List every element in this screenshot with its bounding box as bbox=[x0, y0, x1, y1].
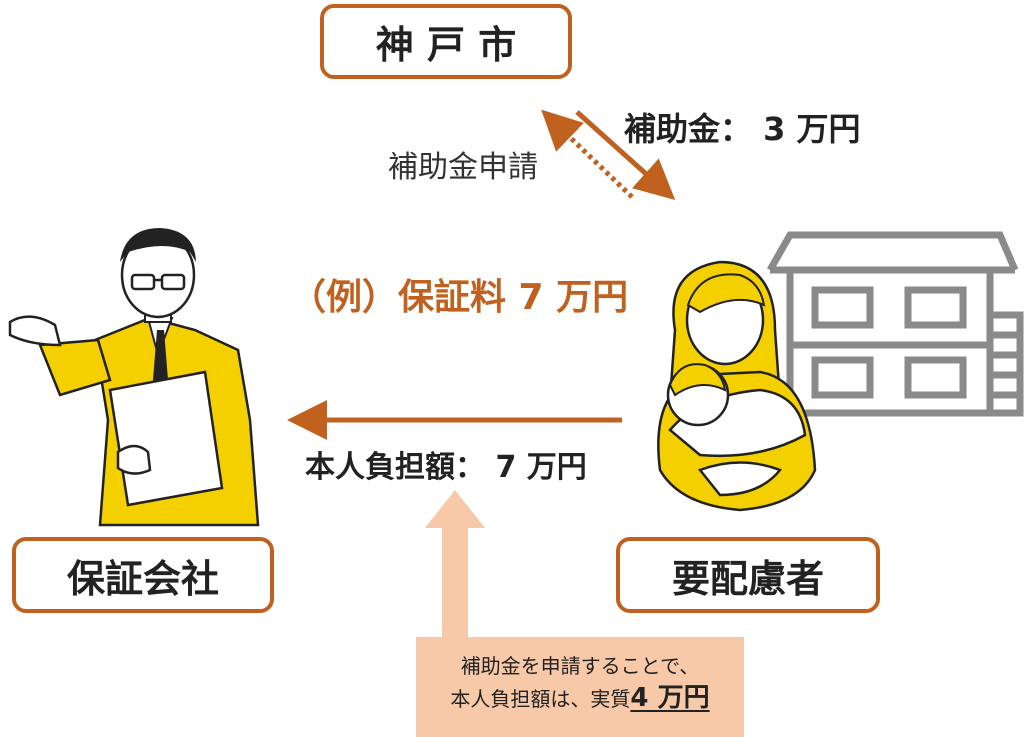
subsidy-application-label: 補助金申請 bbox=[388, 150, 538, 185]
guarantor-figure bbox=[8, 228, 260, 527]
person-label: 要配慮者 bbox=[671, 556, 824, 601]
application-arrow bbox=[541, 109, 634, 199]
up-arrow bbox=[425, 490, 485, 640]
subsidy-amount-label: 補助金： 3 万円 bbox=[624, 110, 861, 148]
apartment-building-icon bbox=[766, 231, 1024, 417]
own-burden-label: 本人負担額： 7 万円 bbox=[305, 450, 587, 485]
person-box: 要配慮者 bbox=[616, 537, 880, 613]
city-label: 神 戸 市 bbox=[375, 23, 517, 67]
subsidy-arrow bbox=[575, 110, 676, 201]
guarantor-label: 保証会社 bbox=[66, 556, 219, 601]
callout-line2-prefix: 本人負担額は、実質 bbox=[450, 687, 631, 711]
callout-highlight-amount: 4 万円 bbox=[630, 683, 710, 713]
callout-line1: 補助金を申請することで、 bbox=[460, 654, 700, 678]
example-fee-label: （例）保証料 7 万円 bbox=[290, 277, 629, 318]
city-box: 神 戸 市 bbox=[320, 4, 572, 79]
guarantor-box: 保証会社 bbox=[12, 537, 274, 613]
callout-line2: 本人負担額は、実質4 万円 bbox=[416, 681, 744, 716]
mother-with-baby-figure bbox=[657, 260, 817, 512]
savings-callout: 補助金を申請することで、 本人負担額は、実質4 万円 bbox=[416, 637, 744, 737]
